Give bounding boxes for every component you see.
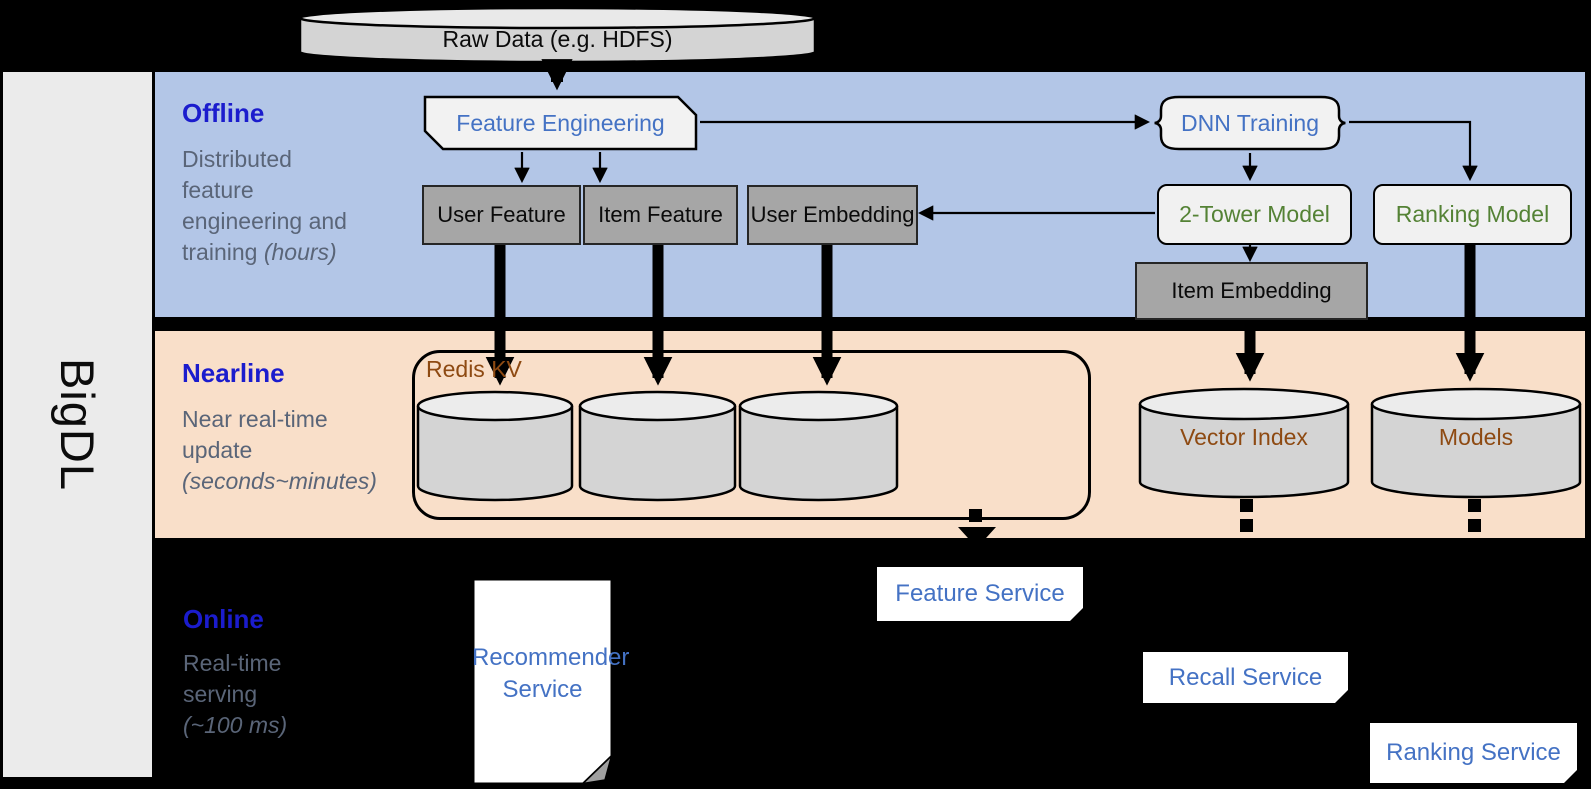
- dnn-training-shape: [1154, 95, 1346, 151]
- recall-service-box: Recall Service: [1143, 652, 1348, 703]
- redis-kv-container: [412, 350, 1091, 520]
- item-embedding-label: Item Embedding: [1171, 278, 1332, 303]
- recommender-service-line1: Recommender: [472, 644, 630, 671]
- nearline-section-description: Near real-time update (seconds~minutes): [182, 404, 442, 497]
- feature-service-box: Feature Service: [877, 567, 1083, 621]
- folded-corner-icon: [1070, 608, 1083, 621]
- offline-desc-line: Distributed: [182, 146, 292, 172]
- feature-service-label: Feature Service: [895, 580, 1065, 607]
- user-feature-box: User Feature: [422, 185, 581, 245]
- vector-index-label: Vector Index: [1180, 424, 1308, 450]
- recommender-service-line2: Service: [502, 676, 583, 703]
- recommender-service-shape: [472, 578, 613, 785]
- feature-engineering-shape: [423, 95, 698, 151]
- online-section-description: Real-time serving (~100 ms): [183, 648, 423, 741]
- offline-section-description: Distributed feature engineering and trai…: [182, 144, 432, 268]
- online-section-title: Online: [183, 604, 264, 634]
- redis-kv-label: Redis KV: [426, 356, 522, 382]
- user-embedding-label: User Embedding: [750, 202, 915, 227]
- nearline-desc-line: Near real-time: [182, 406, 328, 432]
- recall-service-label: Recall Service: [1168, 663, 1323, 691]
- online-desc-line: (~100 ms): [183, 712, 288, 738]
- offline-desc-line: engineering and: [182, 208, 347, 234]
- item-feature-box: Item Feature: [583, 185, 738, 245]
- offline-section-title: Offline: [182, 98, 265, 128]
- offline-desc-line: training (hours): [182, 237, 432, 268]
- raw-data-label: Raw Data (e.g. HDFS): [442, 26, 673, 52]
- feature-engineering-label: Feature Engineering: [456, 109, 665, 136]
- dnn-training-node: DNN Training: [1153, 95, 1347, 151]
- recommender-service-node: Recommender Service: [472, 578, 630, 785]
- two-tower-model-label: 2-Tower Model: [1179, 201, 1330, 227]
- ranking-service-box: Ranking Service: [1370, 723, 1577, 783]
- nearline-section-title: Nearline: [182, 358, 285, 388]
- ranking-model-box: Ranking Model: [1373, 184, 1572, 245]
- nearline-desc-line: update: [182, 437, 253, 463]
- bigdl-brand-label: BigDL: [51, 357, 104, 491]
- online-desc-line: Real-time: [183, 650, 282, 676]
- feature-engineering-node: Feature Engineering: [423, 95, 698, 151]
- ranking-model-label: Ranking Model: [1395, 201, 1550, 227]
- offline-desc-hours: (hours): [263, 239, 337, 265]
- bigdl-sidebar: BigDL: [3, 72, 152, 777]
- ranking-service-label: Ranking Service: [1386, 739, 1561, 766]
- recommender-service-label: Recommender Service: [472, 642, 630, 706]
- user-feature-label: User Feature: [437, 202, 566, 227]
- offline-desc-line: feature: [182, 177, 254, 203]
- folded-corner-icon: [1564, 770, 1577, 783]
- item-embedding-box: Item Embedding: [1135, 262, 1368, 320]
- nearline-desc-line: (seconds~minutes): [182, 468, 377, 494]
- online-desc-line: serving: [183, 681, 258, 707]
- folded-corner-icon: [1335, 690, 1348, 703]
- item-feature-label: Item Feature: [598, 202, 723, 227]
- user-embedding-box: User Embedding: [747, 185, 918, 245]
- two-tower-model-box: 2-Tower Model: [1157, 184, 1352, 245]
- dnn-training-label: DNN Training: [1180, 109, 1320, 136]
- models-label: Models: [1438, 424, 1514, 450]
- offline-desc-training: training: [182, 239, 258, 265]
